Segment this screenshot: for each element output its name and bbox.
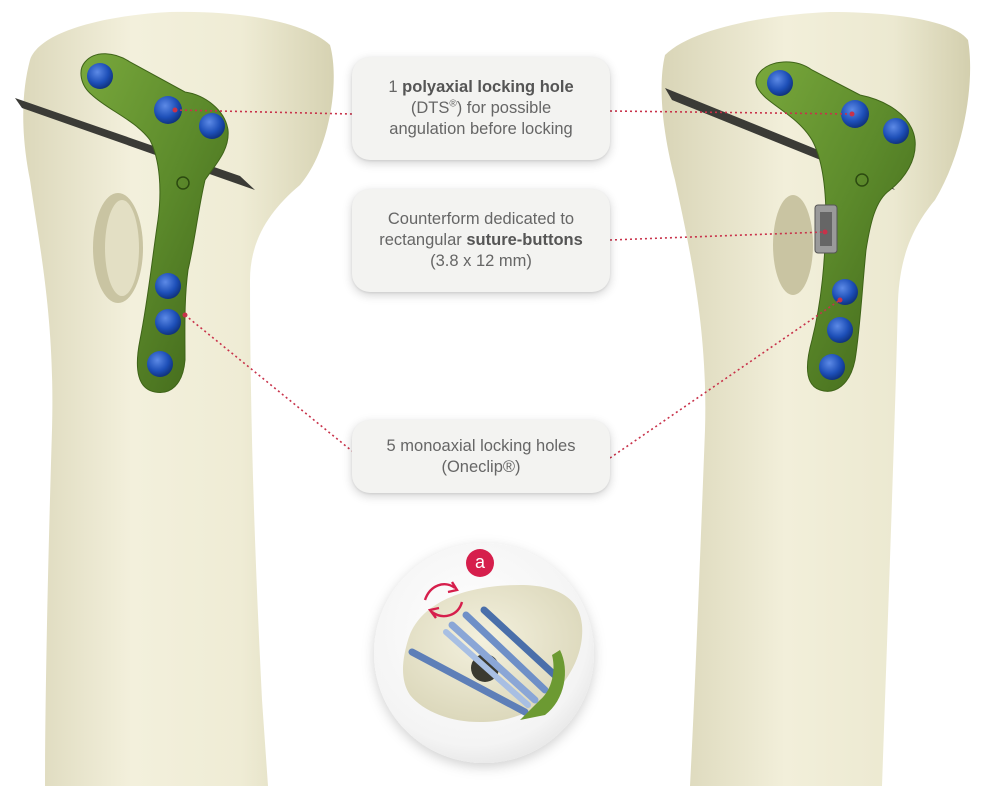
callout-line-2: (Oneclip®) xyxy=(441,457,521,476)
leader-dots xyxy=(172,107,855,318)
callout-line-3: (3.8 x 12 mm) xyxy=(430,252,532,270)
badge-a: a xyxy=(466,549,494,577)
callout-line-2: (DTS®) for possible xyxy=(410,98,552,117)
callout-monoaxial-locking-holes: 5 monoaxial locking holes (Oneclip®) xyxy=(352,420,610,493)
callout-line-2: rectangular suture-buttons xyxy=(379,231,583,249)
right-plate xyxy=(755,61,916,392)
left-plate xyxy=(80,53,229,394)
leader-lines xyxy=(174,109,853,459)
callout-counterform: Counterform dedicated to rectangular sut… xyxy=(352,189,610,292)
rotate-arrows-icon xyxy=(423,581,464,619)
callout-polyaxial-locking-hole: 1 polyaxial locking hole (DTS®) for poss… xyxy=(352,57,610,160)
callout-line-1: 1 polyaxial locking hole xyxy=(388,78,574,96)
detail-screws xyxy=(408,606,565,720)
callout-line-1: 5 monoaxial locking holes xyxy=(386,436,576,455)
callout-line-3: angulation before locking xyxy=(389,120,573,138)
left-screws xyxy=(87,63,225,377)
badge-label: a xyxy=(474,552,485,572)
callout-line-1: Counterform dedicated to xyxy=(387,210,575,228)
